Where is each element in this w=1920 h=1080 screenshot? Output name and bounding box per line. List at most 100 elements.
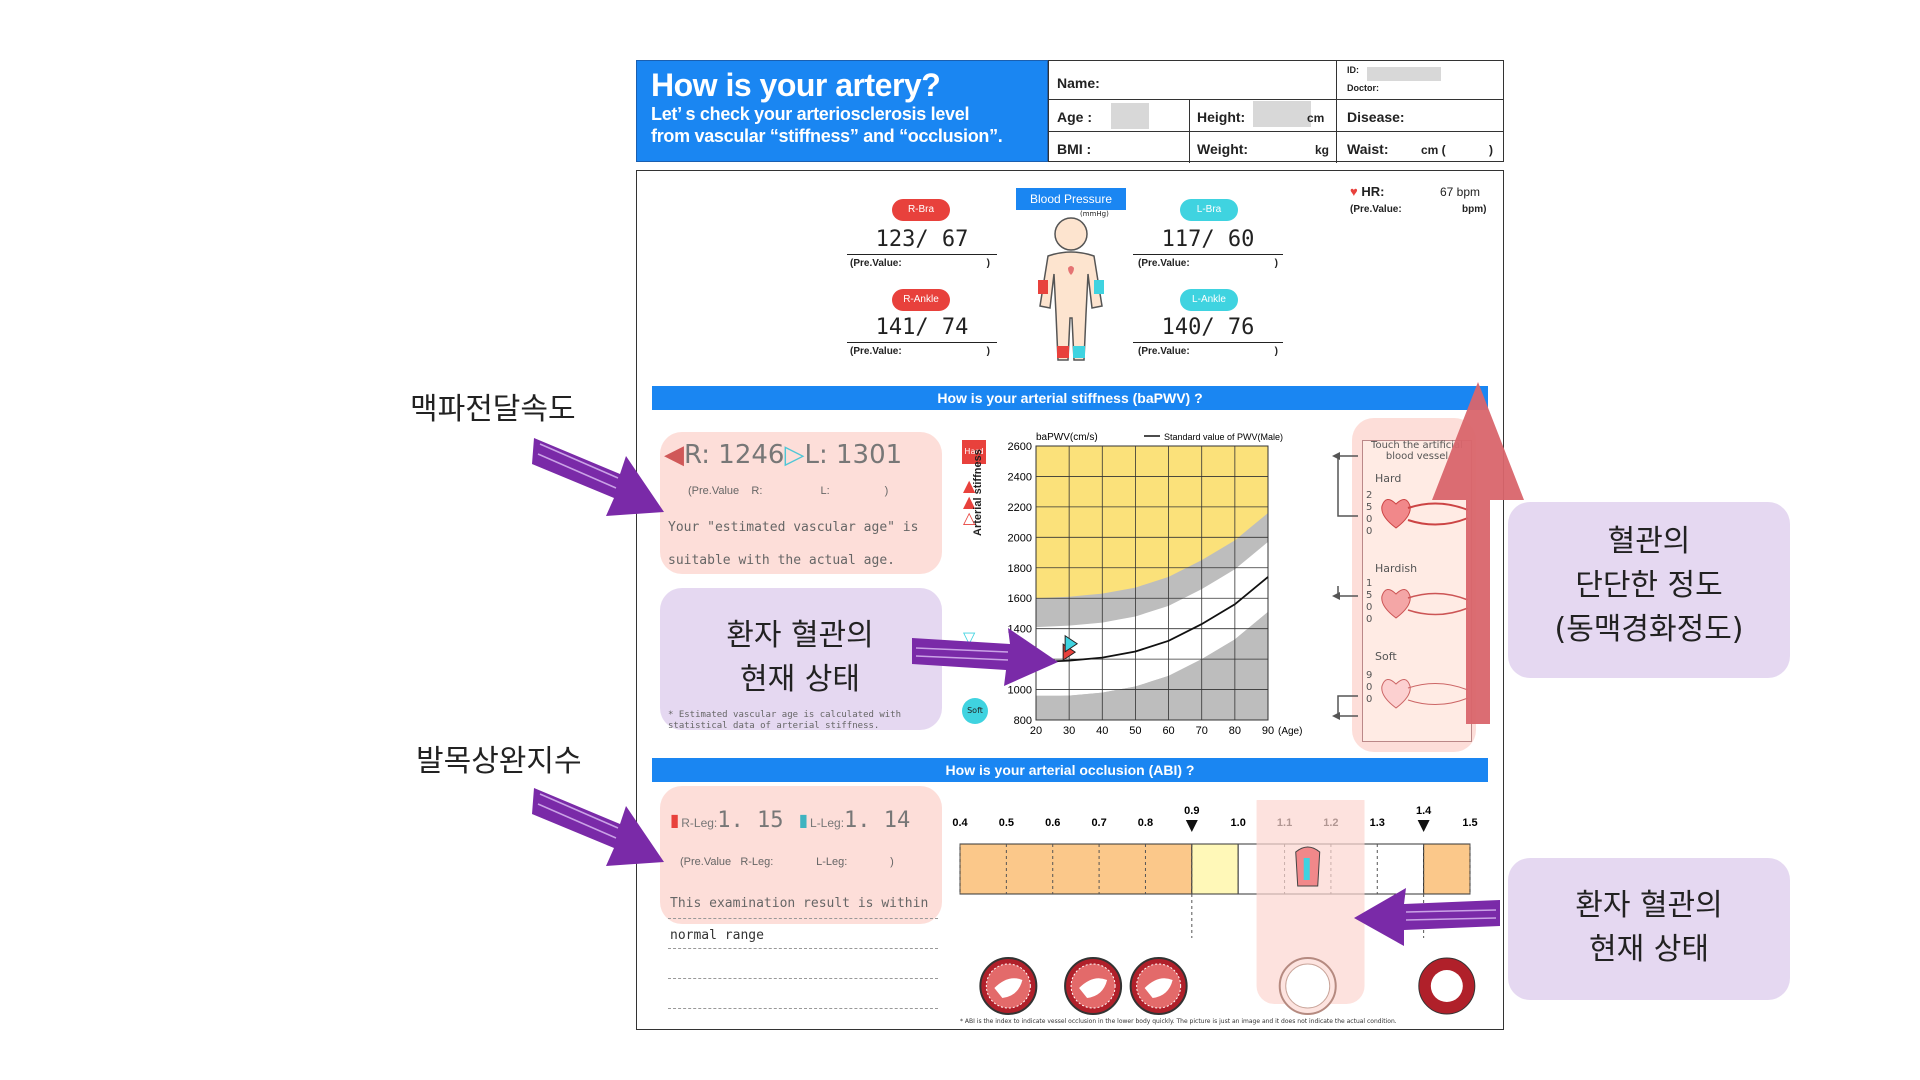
x-tick-label: 40 <box>1096 725 1108 737</box>
l-bra-badge: L-Bra <box>1180 199 1238 221</box>
blood-pressure-unit: (mmHg) <box>1080 210 1109 218</box>
y-axis-label: Arterial stiffness <box>972 449 984 536</box>
l-ankle-prev: (Pre.Value:) <box>1138 346 1278 357</box>
patient-state-bubble-1 <box>660 588 942 730</box>
y-tick-label: 2600 <box>1008 441 1032 453</box>
left-pwv-value: 1301 <box>835 440 903 470</box>
left-leg-icon: ▮ <box>796 808 811 833</box>
l-bra-prev: (Pre.Value:) <box>1138 258 1278 269</box>
abi-result-panel <box>660 786 942 924</box>
pwv-chart: 2030405060708090800100012001400160018002… <box>1008 432 1303 737</box>
heart-icon: ♥ <box>1350 184 1358 199</box>
report-body-frame <box>636 170 1504 1030</box>
report-title-banner: How is your artery? Let’ s check your ar… <box>636 60 1048 162</box>
stiffness-section-title: How is your arterial stiffness (baPWV) ? <box>652 386 1488 410</box>
abi-tick-label: 0.7 <box>1091 817 1106 829</box>
patient-state-text-2: 환자 혈관의 현재 상태 <box>1575 888 1723 967</box>
chart-bottom-band <box>1036 695 1268 720</box>
weight-unit: kg <box>1315 143 1330 157</box>
vessel-section-calcified-lumen <box>1430 970 1463 1002</box>
patient-state-bubble-2 <box>1508 858 1790 1000</box>
x-axis-title: (Age) <box>1278 726 1302 737</box>
bmi-label: BMI : <box>1057 141 1092 157</box>
r-bra-badge: R-Bra <box>892 199 950 221</box>
y-tick-label: 800 <box>1014 715 1032 727</box>
abi-threshold-marker <box>1185 820 1198 832</box>
waist-close: ) <box>1489 143 1493 157</box>
purple-arrow-abi-icon <box>532 788 664 866</box>
x-tick-label: 30 <box>1063 725 1075 737</box>
abi-scale: 0.40.50.60.70.80.91.01.11.21.31.41.5 <box>952 800 1478 1015</box>
abi-tick-label: 1.5 <box>1462 817 1477 829</box>
abi-values: ▮R-Leg:1. 15 ▮L-Leg:1. 14 <box>668 808 911 833</box>
pwv-values: ◀R: 1246▷L: 1301 <box>664 440 903 470</box>
height-label: Height: <box>1197 109 1246 125</box>
soft-badge: Soft <box>962 698 988 724</box>
abi-threshold-marker <box>1417 820 1430 832</box>
x-tick-label: 20 <box>1030 725 1042 737</box>
blood-pressure-title: Blood Pressure <box>1016 188 1126 210</box>
standard-curve-line <box>1035 576 1269 664</box>
right-pwv-marker-icon: ◀ <box>664 440 684 470</box>
vessel-section-normal-lumen <box>1285 963 1331 1009</box>
abi-annotation-label: 발목상완지수 <box>416 744 582 779</box>
left-pwv-marker-icon: ▷ <box>784 440 805 470</box>
level-hardish-label: Hardish <box>1375 562 1418 575</box>
abi-tick-label: 0.6 <box>1045 817 1060 829</box>
level-hard-label: Hard <box>1375 472 1402 485</box>
level-bracket-arrows <box>1332 452 1358 720</box>
abi-comment-2: normal range <box>670 928 764 943</box>
x-tick-label: 70 <box>1196 725 1208 737</box>
hardness-bubble <box>1508 502 1790 678</box>
level-soft-number: 900 <box>1366 670 1373 705</box>
body-figure-icon <box>1038 217 1104 361</box>
hard-vessel-heart-icon <box>1381 499 1469 529</box>
soft-vessel-heart-icon <box>1381 679 1469 709</box>
abi-borderline-zone <box>1191 843 1239 895</box>
r-ankle-prev: (Pre.Value:) <box>850 346 990 357</box>
right-leg-value: 1. 15 <box>717 808 784 833</box>
abi-tick-label: 0.4 <box>952 817 968 829</box>
l-bra-value: 117/ 60 <box>1133 226 1283 255</box>
patient-state-text-1: 환자 혈관의 현재 상태 <box>726 618 874 697</box>
pwv-result-panel <box>660 432 942 574</box>
pwv-comment-2: suitable with the actual age. <box>668 553 895 568</box>
hr-prev-unit: bpm) <box>1462 204 1487 215</box>
occlusion-section-title: How is your arterial occlusion (ABI) ? <box>652 758 1488 782</box>
hr-label: HR: <box>1361 184 1385 199</box>
abi-patient-highlight <box>1256 800 1365 1004</box>
report-title: How is your artery? <box>651 67 941 103</box>
left-leg-value: 1. 14 <box>844 808 911 833</box>
abi-comment-1: This examination result is within <box>670 896 929 911</box>
abi-tick-label: 1.4 <box>1416 805 1432 817</box>
y-tick-label: 2400 <box>1008 471 1032 483</box>
abi-tick-label: 1.0 <box>1231 817 1246 829</box>
abi-tick-label: 0.5 <box>999 817 1014 829</box>
hr-value: 67 bpm <box>1440 185 1481 199</box>
y-tick-label: 1800 <box>1008 563 1032 575</box>
x-tick-label: 50 <box>1129 725 1141 737</box>
purple-arrow-pwv-icon <box>532 438 664 516</box>
level-hardish-number: 1500 <box>1366 578 1373 625</box>
waist-unit: cm ( <box>1421 143 1446 157</box>
hard-triangle-icons: ▲▲△ <box>963 476 976 527</box>
patient-info-table: Name: ID: Doctor: Age : Height: cm Disea… <box>1048 60 1504 163</box>
red-up-arrow-icon <box>1432 382 1524 724</box>
r-ankle-value: 141/ 74 <box>847 314 997 343</box>
disease-label: Disease: <box>1347 109 1405 125</box>
age-label: Age : <box>1057 109 1092 125</box>
name-label: Name: <box>1057 75 1100 91</box>
report-subtitle-2: from vascular “stiffness” and “occlusion… <box>651 126 1003 146</box>
hardness-text: 혈관의 단단한 정도 (동맥경화정도) <box>1554 524 1744 647</box>
l-ankle-badge: L-Ankle <box>1180 289 1238 311</box>
right-pwv-value: 1246 <box>718 440 785 470</box>
y-tick-label: 1600 <box>1008 593 1032 605</box>
vessel-section-severe-lumen <box>994 978 1023 998</box>
level-soft-label: Soft <box>1375 650 1397 663</box>
doctor-label: Doctor: <box>1347 83 1379 93</box>
vessel-section-moderate-lumen <box>1079 978 1108 998</box>
weight-label: Weight: <box>1197 141 1249 157</box>
x-tick-label: 90 <box>1262 725 1274 737</box>
pwv-comment-1: Your "estimated vascular age" is <box>668 520 919 535</box>
legend-label: Standard value of PWV(Male) <box>1164 432 1283 442</box>
